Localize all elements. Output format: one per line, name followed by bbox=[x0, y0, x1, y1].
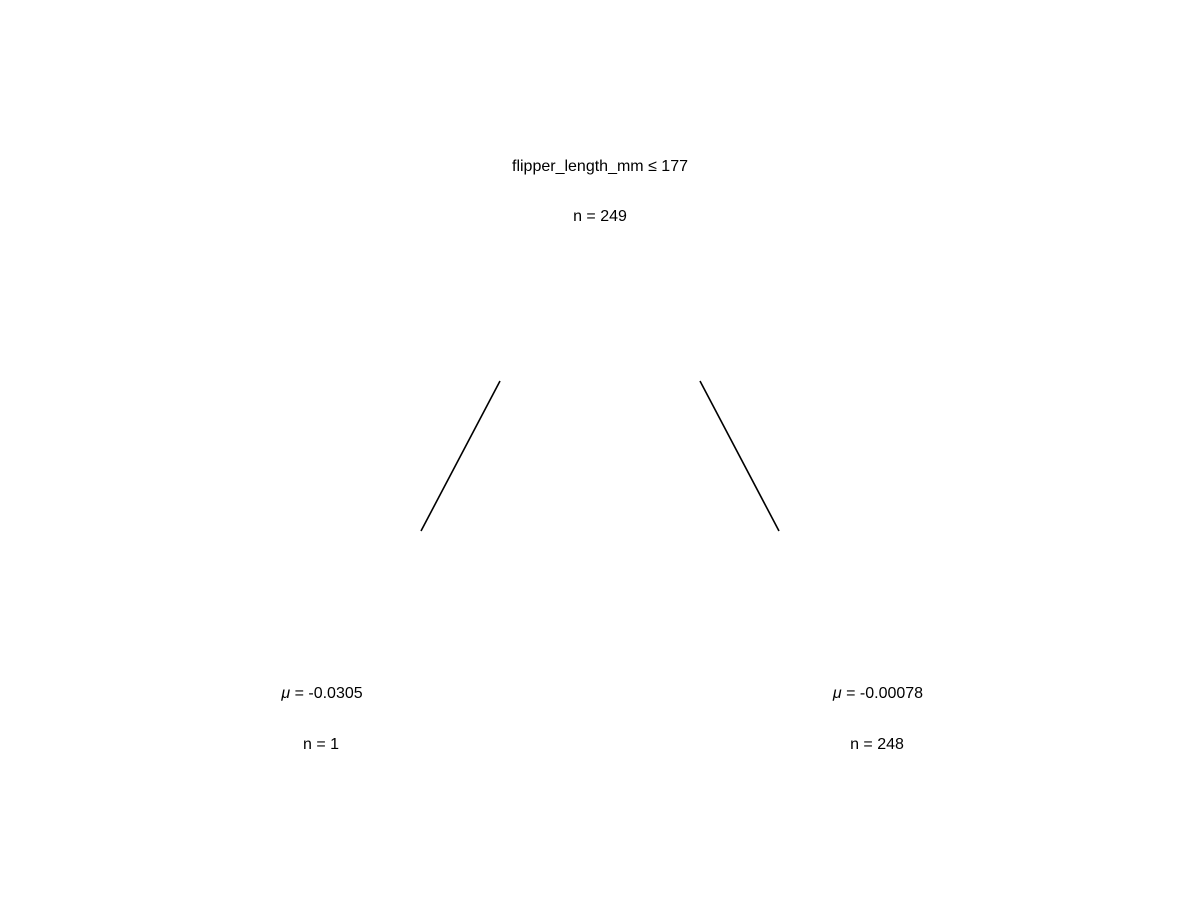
root-sample-count: n = 249 bbox=[573, 208, 627, 225]
left-leaf-mean: μ = -0.0305 bbox=[281, 685, 362, 703]
right-leaf-mean: μ = -0.00078 bbox=[833, 685, 923, 703]
mu-symbol: μ bbox=[281, 685, 291, 702]
right-leaf-sample-count: n = 248 bbox=[850, 736, 904, 753]
right-leaf-mean-value: = -0.00078 bbox=[841, 685, 924, 702]
edge-root-to-left-leaf bbox=[420, 380, 501, 532]
root-split-label: flipper_length_mm ≤ 177 bbox=[512, 158, 688, 175]
left-leaf-sample-count: n = 1 bbox=[302, 736, 340, 753]
edge-root-to-right-leaf bbox=[699, 380, 780, 532]
left-leaf-mean-value: = -0.0305 bbox=[290, 685, 363, 702]
mu-symbol: μ bbox=[832, 685, 842, 702]
